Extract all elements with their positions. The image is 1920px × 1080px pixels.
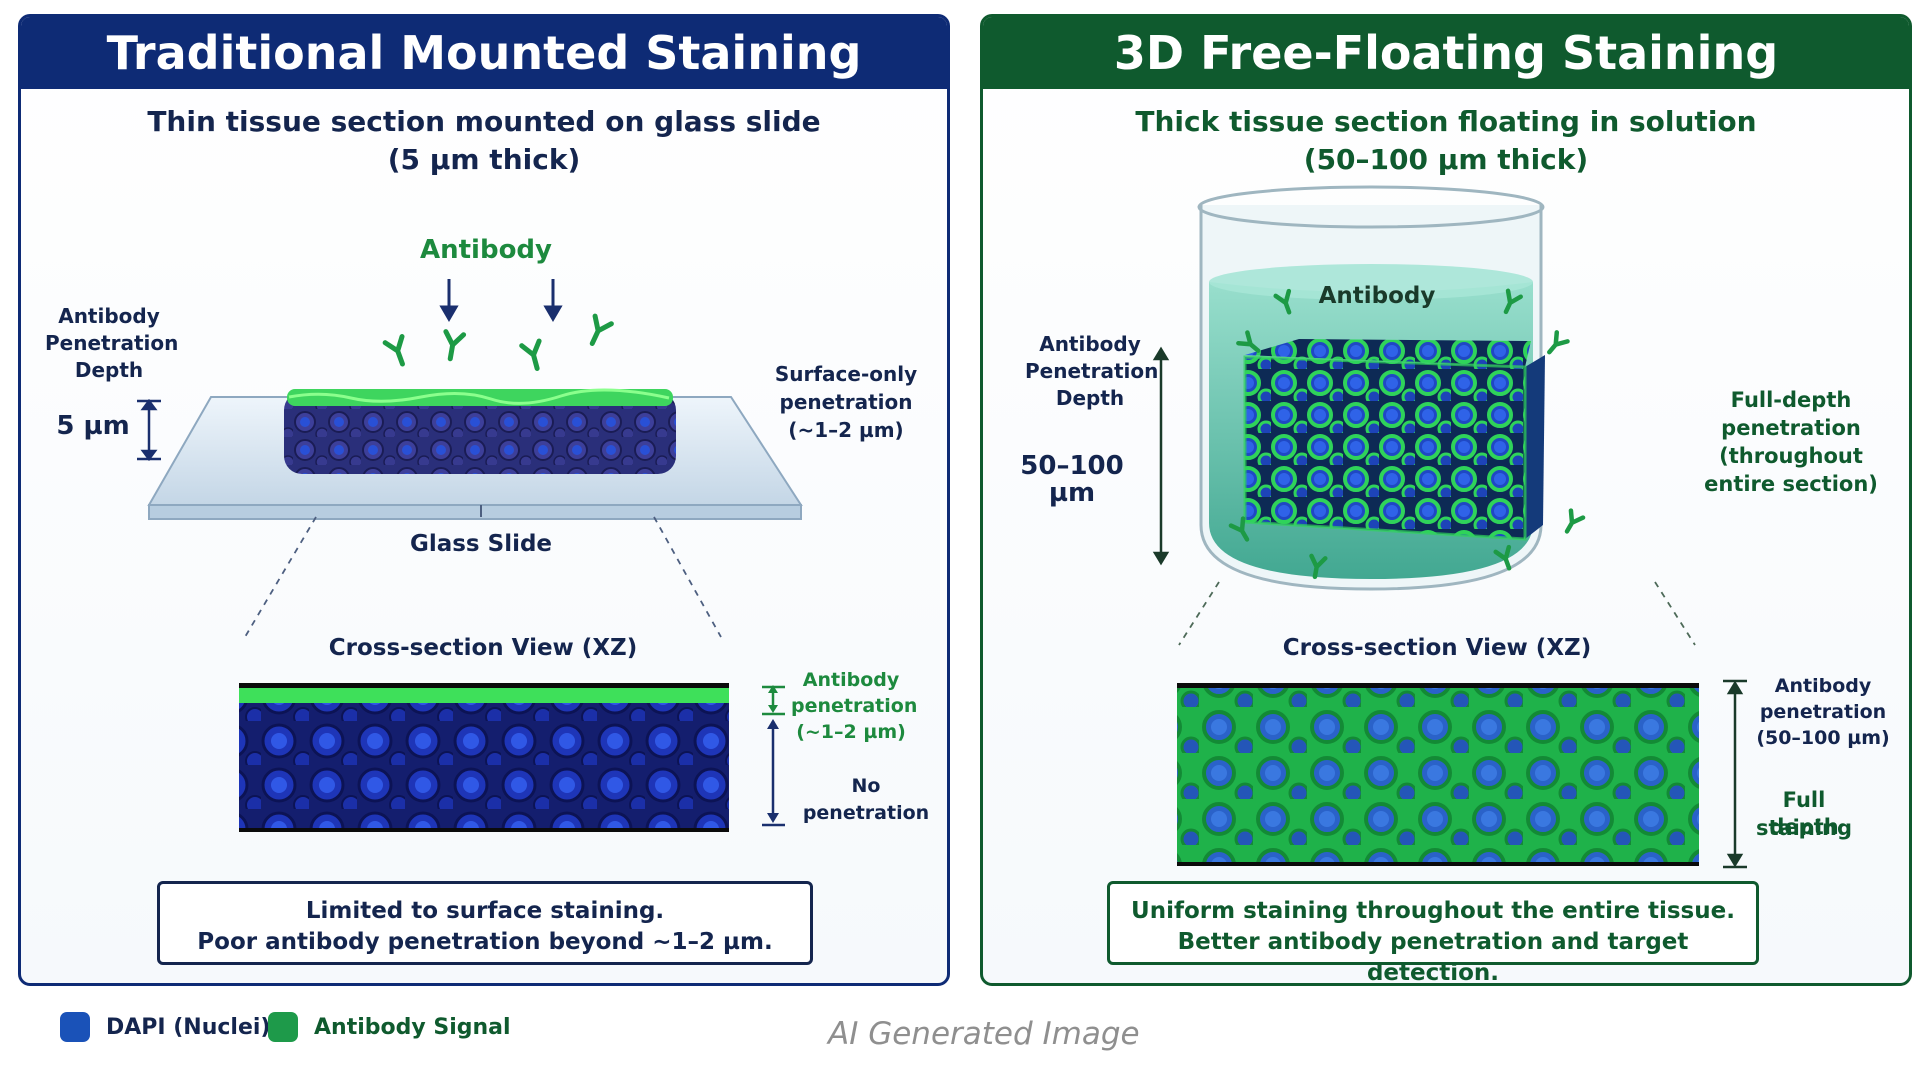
full-line1: Full-depth — [1730, 388, 1852, 412]
antibody-label: Antibody — [419, 235, 552, 265]
depth-label-line1: Antibody — [1039, 332, 1141, 356]
thick-tissue-section — [1243, 339, 1545, 541]
depth-label-line3: Depth — [74, 358, 144, 382]
surface-line3: (~1–2 µm) — [788, 418, 904, 442]
subtitle-line2: (50–100 µm thick) — [1303, 143, 1589, 176]
xz-penetration-arrows — [762, 685, 785, 827]
xz-penetration-arrow — [1723, 679, 1747, 869]
depth-arrow — [1152, 346, 1170, 566]
legend-dapi-label: DAPI (Nuclei) — [106, 1014, 271, 1040]
legend-dapi: DAPI (Nuclei) — [60, 1012, 270, 1042]
antibody-arrows — [439, 279, 563, 322]
xz-no-penetration: No penetration — [802, 775, 930, 824]
depth-label-line2: Penetration — [45, 331, 179, 355]
slide-illustration — [137, 279, 803, 832]
antibody-icons — [1228, 288, 1586, 580]
xz-title: Cross-section View (XZ) — [1282, 635, 1592, 661]
antibody-swatch — [268, 1012, 298, 1042]
xz-ab-line3: (50–100 µm) — [1756, 727, 1890, 749]
depth-value: 50–100 µm — [1020, 451, 1124, 508]
legend-antibody-label: Antibody Signal — [314, 1014, 511, 1040]
surface-line2: penetration — [779, 390, 913, 414]
depth-label-line1: Antibody — [58, 304, 160, 328]
traditional-staining-panel: Traditional Mounted Staining Thin tissue… — [18, 14, 950, 986]
antibody-label: Antibody — [1318, 283, 1436, 309]
xz-cross-section-image — [1177, 683, 1699, 866]
summary-line2: Better antibody penetration and target d… — [1177, 929, 1689, 986]
subtitle-line1: Thin tissue section mounted on glass sli… — [147, 105, 821, 138]
glass-slide-label: Glass Slide — [409, 531, 553, 557]
xz-title: Cross-section View (XZ) — [328, 635, 638, 661]
panel-title: 3D Free-Floating Staining — [983, 17, 1909, 89]
xz-cross-section-image — [239, 683, 729, 832]
xz-ab-line3: (~1–2 µm) — [796, 721, 906, 743]
subtitle-line2: (5 µm thick) — [387, 143, 581, 176]
full-line3: (throughout — [1719, 444, 1863, 468]
panel-title: Traditional Mounted Staining — [21, 17, 947, 89]
xz-ab-line1: Antibody — [1774, 675, 1872, 697]
full-line4: entire section) — [1704, 472, 1878, 496]
depth-value: 5 µm — [56, 411, 130, 441]
summary-box: Uniform staining throughout the entire t… — [1107, 881, 1759, 983]
summary-line1: Uniform staining throughout the entire t… — [1131, 898, 1735, 924]
full-line2: penetration — [1721, 416, 1861, 440]
free-floating-staining-panel: 3D Free-Floating Staining Thick tissue s… — [980, 14, 1912, 986]
surface-line1: Surface-only — [774, 362, 918, 386]
watermark: AI Generated Image — [828, 1016, 1140, 1052]
xz-ab-line1: Antibody — [802, 669, 900, 691]
xz-full-line1: Full depth — [1769, 788, 1839, 839]
xz-ab-line2: penetration — [1759, 701, 1887, 723]
depth-arrow — [137, 398, 161, 462]
xz-full-line2: staining — [1755, 816, 1853, 840]
summary-box: Limited to surface staining. Poor antibo… — [157, 881, 813, 965]
legend-antibody: Antibody Signal — [268, 1012, 511, 1042]
dapi-swatch — [60, 1012, 90, 1042]
beaker-illustration — [1152, 185, 1747, 869]
depth-label-line3: Depth — [1055, 386, 1125, 410]
antibody-icons — [382, 313, 614, 371]
summary-line1: Limited to surface staining. — [305, 898, 665, 924]
thin-tissue-section — [284, 388, 676, 474]
summary-line2: Poor antibody penetration beyond ~1–2 µm… — [197, 929, 773, 955]
zoom-lines — [1178, 581, 1696, 646]
depth-label-line2: Penetration — [1025, 359, 1159, 383]
subtitle-line1: Thick tissue section floating in solutio… — [1135, 105, 1757, 138]
xz-ab-line2: penetration — [791, 695, 918, 717]
